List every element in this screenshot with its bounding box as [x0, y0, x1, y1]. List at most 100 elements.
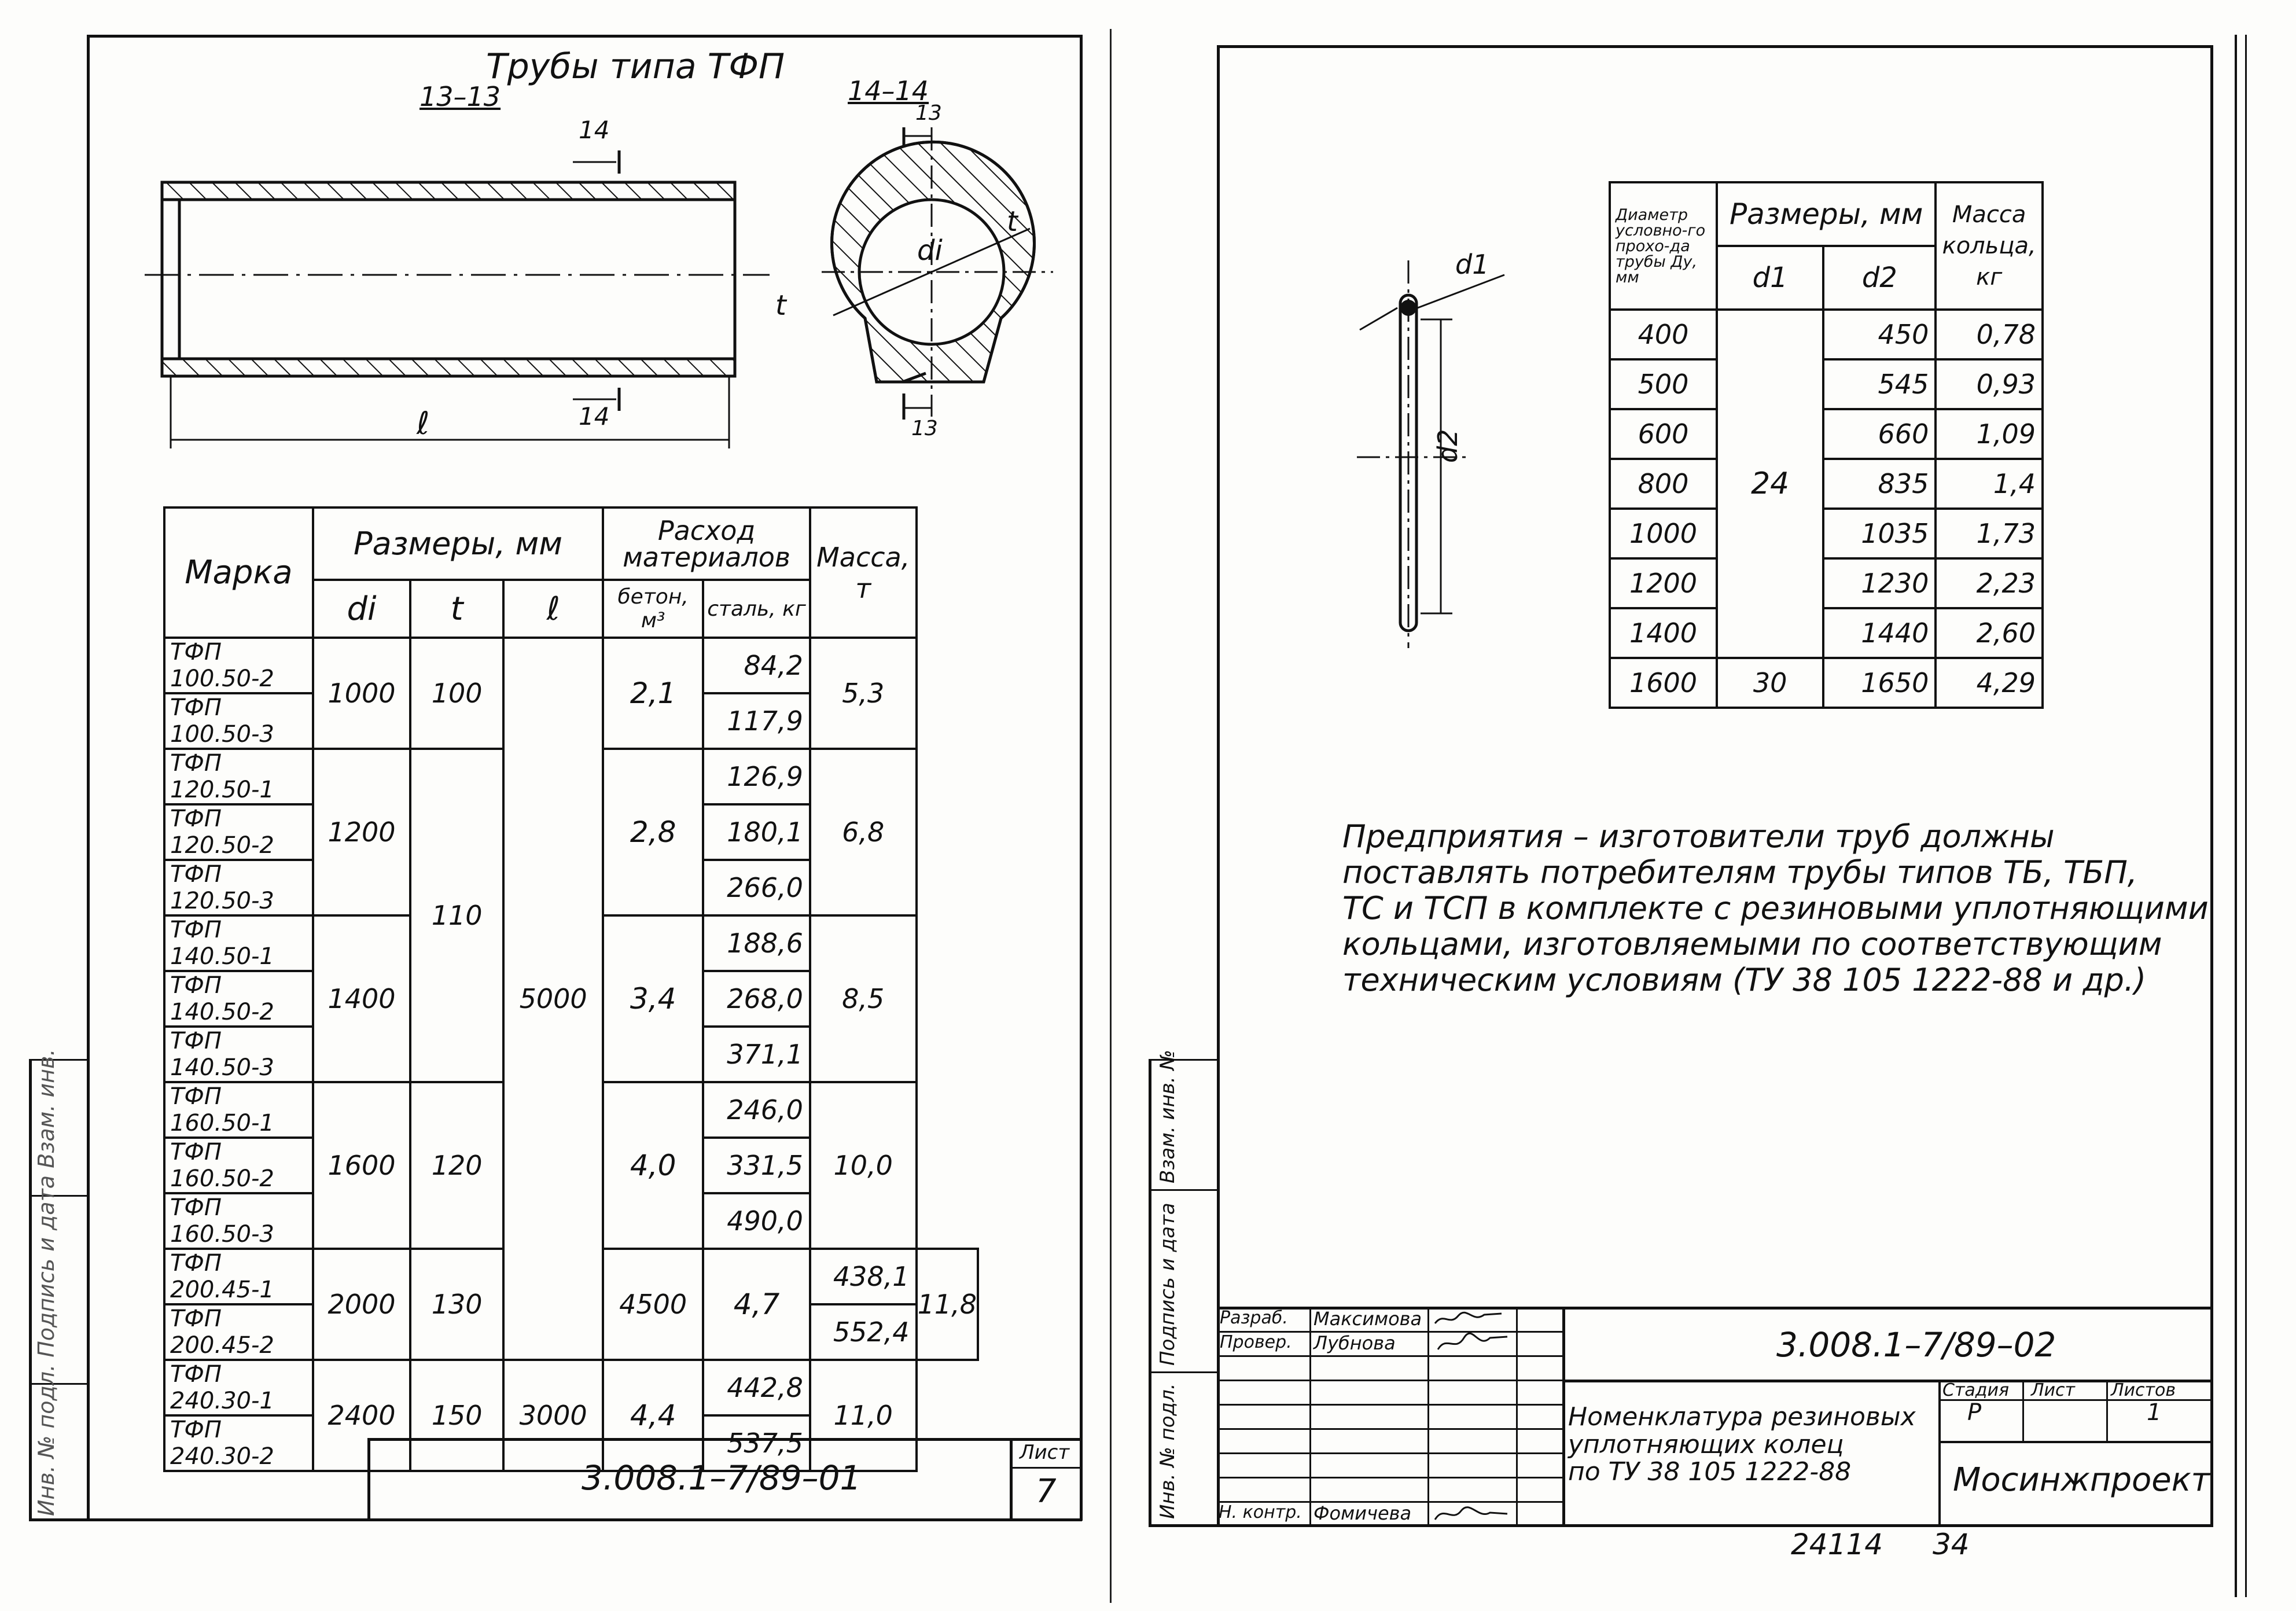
prover-name: Лубнова [1313, 1332, 1396, 1354]
razrab-label: Разраб. [1220, 1308, 1288, 1328]
ring-mass: 2,60 [1934, 607, 2044, 659]
row-marka: ТФП 240.30-2 [163, 1414, 314, 1472]
cell-beton: 2,1 [602, 637, 705, 750]
cell-massa: 5,3 [808, 637, 918, 750]
cell-di: 1200 [311, 748, 412, 917]
cell-stal: 331,5 [702, 1136, 811, 1194]
cell-di: 1000 [311, 637, 412, 750]
cell-stal: 246,0 [702, 1081, 811, 1139]
row-marka: ТФП 160.50-1 [163, 1081, 314, 1139]
list-label: Лист [2031, 1380, 2076, 1400]
ring-mass: 4,29 [1934, 657, 2044, 709]
cell-t: 100 [409, 637, 505, 750]
side-label-inv: Инв. № подл. [1156, 1383, 1179, 1519]
pipe-longitudinal-drawing [145, 150, 770, 448]
ring-d2: 1230 [1822, 557, 1937, 609]
cell-di: 2000 [311, 1248, 412, 1361]
ring-du: 500 [1608, 358, 1719, 410]
stamp-title-line: по ТУ 38 105 1222-88 [1568, 1457, 1852, 1487]
th-rashod: Расход материалов [602, 506, 811, 581]
pipe-cross-section-drawing [822, 127, 1053, 420]
left-frame-left [87, 35, 90, 1521]
row-marka: ТФП 140.50-1 [163, 914, 314, 972]
rth-massa: Масса кольца, кг [1934, 181, 2044, 311]
stadia-label: Стадия [1942, 1380, 2010, 1400]
row-marka: ТФП 140.50-3 [163, 1025, 314, 1083]
cell-beton: 4,4 [602, 1359, 705, 1472]
cell-stal: 84,2 [702, 637, 811, 694]
rth-d1: d1 [1716, 245, 1825, 311]
ring-mass: 0,78 [1934, 308, 2044, 361]
row-marka: ТФП 160.50-2 [163, 1136, 314, 1194]
ring-d2: 835 [1822, 458, 1937, 510]
t-label-right: t [1007, 205, 1018, 238]
left-side-strip [29, 1059, 32, 1521]
row-marka: ТФП 160.50-3 [163, 1192, 314, 1250]
th-massa: Масса, т [808, 506, 918, 639]
cell-stal: 371,1 [702, 1025, 811, 1083]
cell-t: 130 [409, 1248, 505, 1361]
cut-13-bottom: 13 [911, 417, 938, 440]
note-line: техническим условиям (ТУ 38 105 1222-88 … [1342, 962, 2147, 999]
ring-d2: 450 [1822, 308, 1937, 361]
stadia-value: Р [1967, 1399, 1982, 1426]
th-marka: Марка [163, 506, 314, 639]
note-line: кольцами, изготовляемыми по соответствую… [1342, 926, 2162, 963]
listov-value: 1 [2147, 1399, 2162, 1426]
cell-beton: 4,7 [702, 1248, 811, 1361]
ring-d2: 1650 [1822, 657, 1937, 709]
left-side-label: Инв. № подл. Подпись и дата Взам. инв. [34, 1049, 59, 1516]
row-marka: ТФП 100.50-3 [163, 692, 314, 750]
note-line: Предприятия – изготовители труб должны [1342, 818, 2055, 855]
ring-mass: 1,09 [1934, 408, 2044, 460]
ring-d1-label: d1 [1455, 249, 1489, 280]
rth-razmery: Размеры, мм [1716, 181, 1937, 247]
cell-di: 1600 [311, 1081, 412, 1250]
cell-stal: 552,4 [808, 1303, 918, 1361]
ring-du: 1400 [1608, 607, 1719, 659]
th-di: di [311, 579, 412, 639]
ring-mass: 0,93 [1934, 358, 2044, 410]
ring-du: 800 [1608, 458, 1719, 510]
rth-diam: Диаметр условно-го прохо-да трубы Ду, мм [1608, 181, 1719, 311]
stamp-title: Номенклатура резиновых уплотняющих колец… [1568, 1403, 1916, 1486]
ring-d1-main: 24 [1716, 308, 1825, 659]
ring-du: 1000 [1608, 507, 1719, 560]
row-marka: ТФП 120.50-1 [163, 748, 314, 806]
stamp-title-line: Номенклатура резиновых [1568, 1402, 1916, 1432]
left-frame-bottom [29, 1518, 1082, 1521]
cell-massa: 11,0 [808, 1359, 918, 1472]
side-label-vzam: Взам. инв. № [1156, 1050, 1179, 1183]
right-side-strip [1149, 1059, 1151, 1527]
cell-beton: 2,8 [602, 748, 705, 917]
ring-d2: 1440 [1822, 607, 1937, 659]
drawing-title: Трубы типа ТФП [486, 46, 785, 87]
th-t: t [409, 579, 505, 639]
right-frame-top [1217, 45, 2212, 48]
signature-nkontr [1434, 1506, 1508, 1520]
ring-table: Диаметр условно-го прохо-да трубы Ду, мм… [1608, 181, 2044, 709]
row-marka: ТФП 120.50-3 [163, 859, 314, 917]
row-marka: ТФП 140.50-2 [163, 970, 314, 1028]
cell-di: 1400 [311, 914, 412, 1083]
cell-beton: 3,4 [602, 914, 705, 1083]
cut-14-top: 14 [579, 116, 610, 144]
cell-t: 150 [409, 1359, 505, 1472]
left-frame-top [87, 35, 1082, 38]
ring-d2: 1035 [1822, 507, 1937, 560]
ring-mass: 1,73 [1934, 507, 2044, 560]
th-l: ℓ [502, 579, 605, 639]
right-stamp-code: 3.008.1–7/89–02 [1776, 1325, 2056, 1364]
cell-l: 4500 [602, 1248, 705, 1361]
note-text: Предприятия – изготовители труб должны п… [1342, 818, 2209, 999]
nkontr-name: Фомичева [1313, 1502, 1412, 1524]
cell-stal: 438,1 [808, 1248, 918, 1305]
cut-14-bottom: 14 [579, 402, 610, 431]
cell-stal: 117,9 [702, 692, 811, 750]
length-label: ℓ [417, 405, 430, 442]
cell-stal: 537,5 [702, 1414, 811, 1472]
cell-t: 120 [409, 1081, 505, 1250]
cell-massa: 6,8 [808, 748, 918, 917]
pipe-table: Марка Размеры, мм Расход материалов Масс… [163, 506, 980, 1472]
ring-du: 400 [1608, 308, 1719, 361]
